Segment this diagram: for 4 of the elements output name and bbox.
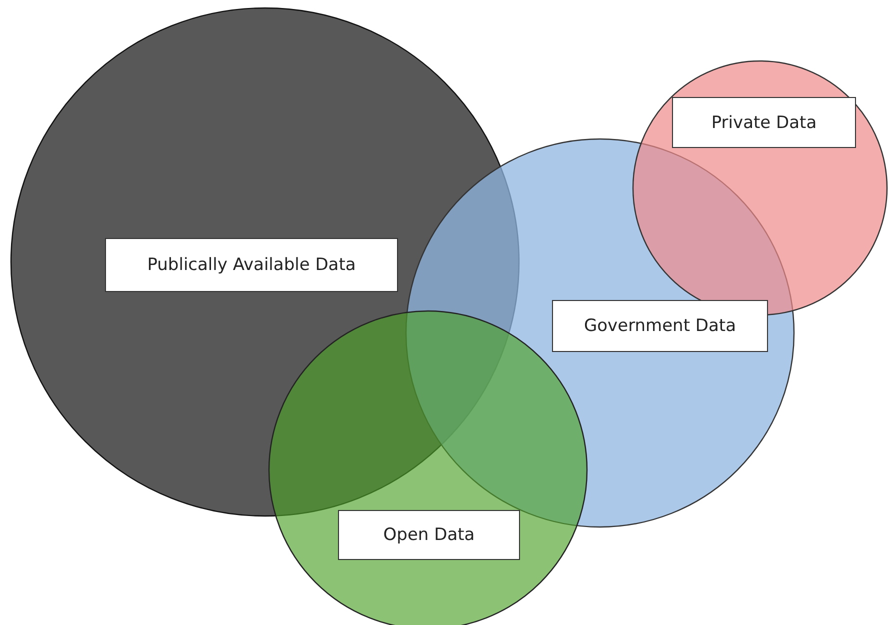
- set-label: Government Data: [552, 300, 768, 352]
- set-label: Publically Available Data: [105, 238, 398, 292]
- set-label: Private Data: [672, 97, 856, 148]
- set-label: Open Data: [338, 510, 520, 560]
